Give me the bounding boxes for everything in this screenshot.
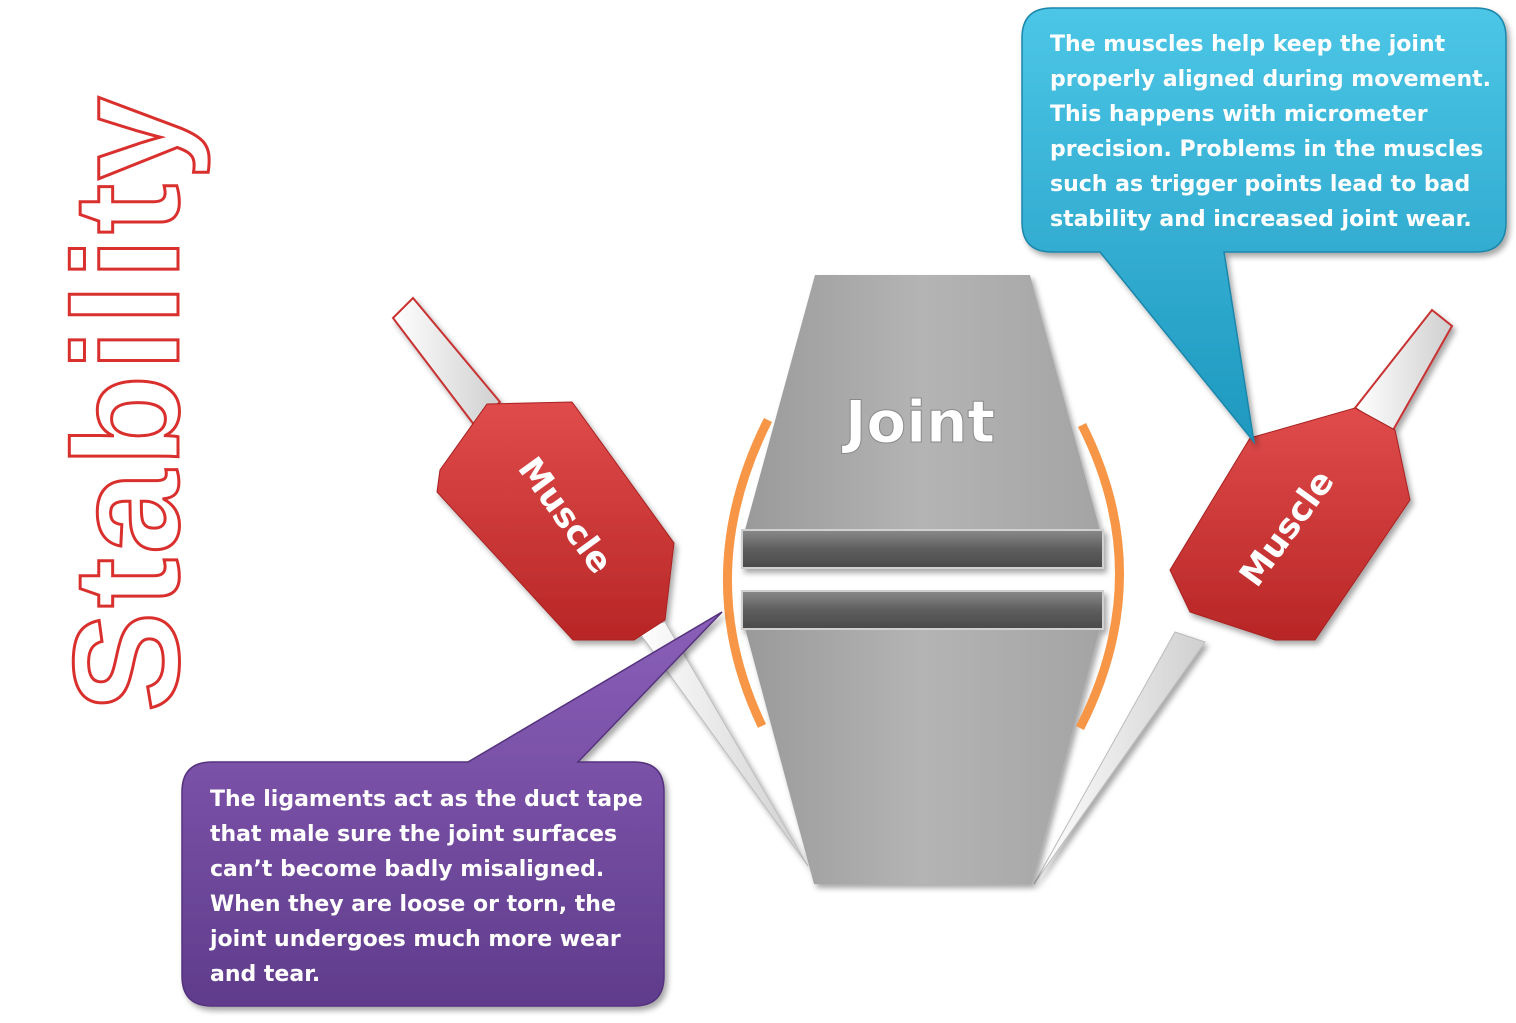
callout-ligaments-line: joint undergoes much more wear [209,927,621,952]
joint: Joint [741,275,1104,884]
callout-muscles-text: The muscles help keep the joint properly… [1050,32,1499,232]
callout-muscles-line: This happens with micrometer [1050,102,1428,127]
page-title: Stability [42,93,210,712]
tendon-right-upper [1353,308,1454,434]
callout-muscles-line: such as trigger points lead to bad [1050,172,1470,197]
callout-ligaments-line: that male sure the joint surfaces [210,822,617,847]
callout-ligaments-line: When they are loose or torn, the [210,892,616,917]
callout-ligaments: The ligaments act as the duct tape that … [181,611,723,1007]
ligament-left [722,417,773,728]
joint-lower-surface [741,590,1104,630]
tendon-left-upper [391,296,502,428]
muscle-left-body [436,401,675,641]
muscle-right: Muscle [1033,308,1454,885]
callout-muscles-line: precision. Problems in the muscles [1050,137,1483,162]
callout-muscles-line: properly aligned during movement. [1050,67,1491,92]
callout-ligaments-line: and tear. [210,962,320,987]
callout-muscles-line: stability and increased joint wear. [1050,207,1472,232]
callout-ligaments-line: can’t become badly misaligned. [210,857,604,882]
callout-ligaments-bubble [181,611,723,1007]
muscle-left: Muscle [391,296,809,867]
callout-ligaments-line: The ligaments act as the duct tape [210,787,643,812]
joint-lower-bone [745,628,1100,884]
muscle-right-body [1169,407,1411,641]
tendon-right-lower [1033,631,1206,885]
joint-upper-bone [745,275,1100,530]
callout-muscles-bubble [1021,7,1507,445]
callout-ligaments-text: The ligaments act as the duct tape that … [209,787,650,987]
callout-muscles-line: The muscles help keep the joint [1050,32,1446,57]
ligament-right [1075,422,1124,731]
joint-upper-surface [741,529,1104,569]
joint-label: Joint [841,388,995,456]
callout-muscles: The muscles help keep the joint properly… [1021,7,1507,445]
